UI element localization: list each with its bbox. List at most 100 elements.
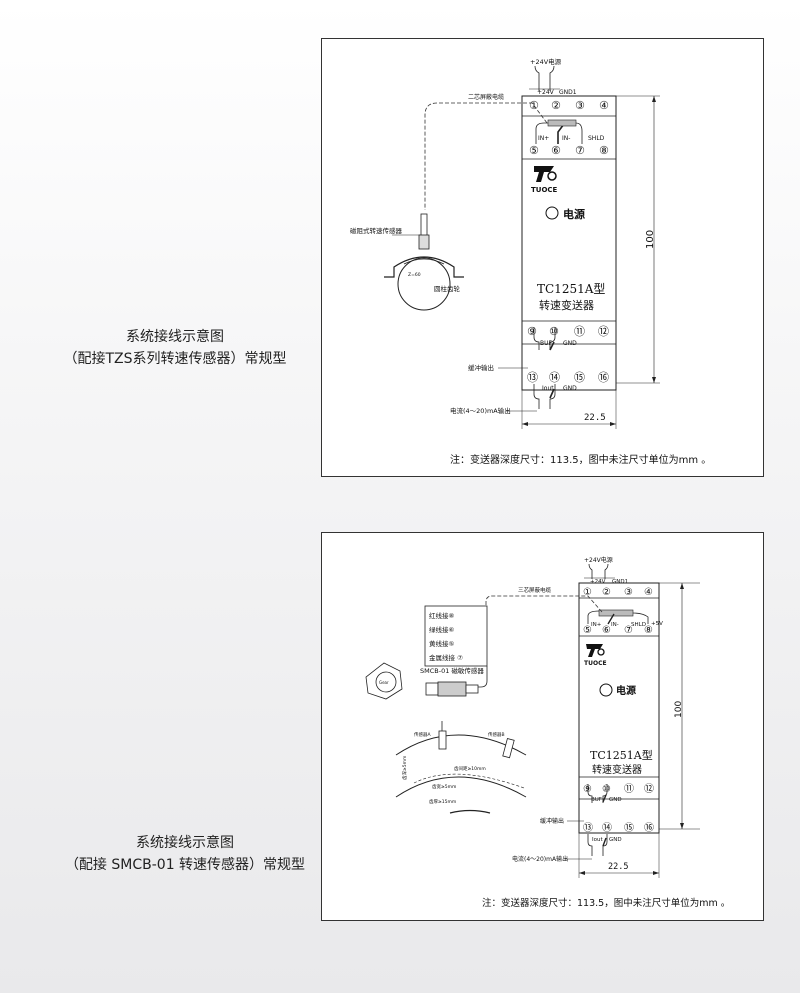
d1-note: 注：变送器深度尺寸：113.5，图中未注尺寸单位为mm 。: [450, 453, 711, 466]
d2-tooth-depth-label: 齿深≥5mm: [401, 756, 408, 780]
d1-power-indicator-label: 电源: [563, 207, 585, 221]
d2-device-name: 转速变送器: [592, 763, 642, 776]
d1-terminal-16: ⑯: [598, 371, 609, 384]
d2-cable-label: 三芯屏蔽电缆: [518, 586, 552, 594]
d2-terminal-13: ⑬: [583, 822, 593, 834]
d2-plus24-label: +24V: [590, 579, 606, 585]
d2-buf-label: BUF: [591, 797, 602, 803]
d1-width-dim: 22.5: [584, 413, 606, 423]
d1-terminal-14: ⑭: [549, 371, 560, 384]
diagram1-caption-title: 系统接线示意图: [126, 329, 224, 345]
d2-terminal-16: ⑯: [644, 822, 654, 834]
d2-plus5-label: +5V: [651, 621, 663, 627]
d2-sensor-label: SMCB-01 磁敏传感器: [420, 666, 484, 675]
d2-model-label: TC1251A型: [590, 748, 653, 762]
d1-terminal-8: ⑧: [599, 144, 609, 157]
d1-current-output-label: 电流(4～20)mA输出: [450, 406, 511, 415]
d2-terminal-6: ⑥: [602, 625, 611, 636]
d1-iout-label: Iout: [542, 385, 554, 392]
d1-terminal-9: ⑨: [527, 325, 537, 338]
d1-magnetoresistive-sensor-icon: [418, 213, 430, 250]
d2-gear-icon: Gear: [365, 662, 403, 700]
d2-gnd-label-2: GND: [609, 837, 622, 843]
d1-terminal-11: ⑪: [574, 325, 585, 338]
d2-brand-logo: TUOCE: [584, 644, 607, 667]
d2-gnd1-label: GND1: [612, 579, 628, 585]
d2-terminal-5: ⑤: [583, 625, 592, 636]
d2-buffer-output-label: 缓冲输出: [540, 817, 564, 825]
d1-gear-label: 圆柱齿轮: [434, 284, 461, 293]
d2-sensor-a-label: 传感器A: [414, 731, 431, 738]
d1-cable-label: 二芯屏蔽电缆: [468, 93, 504, 101]
d2-terminal-7: ⑦: [624, 625, 633, 636]
d2-gnd-label: GND: [609, 797, 622, 803]
d2-note: 注：变送器深度尺寸：113.5，图中未注尺寸单位为mm 。: [482, 897, 730, 909]
d1-buffer-output-label: 缓冲输出: [468, 363, 494, 372]
d2-gap-label: 齿间距≥10mm: [454, 765, 486, 772]
diagram2-caption: 系统接线示意图 （配接 SMCB-01 转速传感器）常规型: [55, 832, 315, 876]
d1-brand-logo: TUOCE: [531, 166, 558, 194]
d2-shld-label: SHLD: [631, 622, 646, 628]
d1-terminal-12: ⑫: [598, 325, 609, 338]
d2-tooth-width-label: 齿宽≥5mm: [432, 783, 456, 790]
d1-terminal-7: ⑦: [575, 144, 585, 157]
d1-transmitter-body: [521, 95, 617, 391]
d2-power-indicator-label: 电源: [616, 684, 636, 697]
diagram2-caption-title: 系统接线示意图: [136, 835, 234, 851]
d2-magnetic-sensor-icon: [425, 681, 479, 697]
d2-gear-label: Gear: [379, 680, 389, 685]
d1-gnd-label: GND: [563, 340, 577, 347]
d2-tooth-geometry-diagram: 传感器A 传感器B 齿间距≥10mm 齿宽≥5mm 齿深≥5mm 齿厚≥15mm: [395, 721, 527, 814]
d1-device-name: 转速变送器: [539, 298, 594, 312]
d2-width-dim: 22.5: [608, 862, 628, 872]
d2-terminal-8: ⑧: [644, 625, 653, 636]
d2-terminal-2: ②: [602, 587, 611, 598]
d1-gear-z: Z=60: [408, 272, 421, 278]
diagram1-caption: 系统接线示意图 （配接TZS系列转速传感器）常规型: [60, 326, 290, 370]
d1-terminal-3: ③: [575, 99, 585, 112]
d1-in-plus-label: IN+: [538, 135, 549, 142]
diagram2-svg: +24V电源 +24V GND1 ① ② ③ ④ ⑤ ⑥ ⑦ ⑧ IN+ IN-…: [365, 556, 730, 909]
d2-wire-metal: 金属线接 ⑦: [429, 653, 463, 662]
d1-terminal-13: ⑬: [527, 371, 538, 384]
d2-terminal-10: ⑩: [602, 784, 611, 795]
d2-terminal-1: ①: [583, 587, 592, 598]
d2-sensor-b-icon: [502, 738, 515, 759]
d1-cylindrical-gear-icon: Z=60: [384, 256, 464, 311]
d2-terminal-3: ③: [624, 587, 633, 598]
d1-terminal-5: ⑤: [529, 144, 539, 157]
d2-height-dim: 100: [674, 701, 684, 718]
d2-current-output-label: 电流(4～20)mA输出: [512, 855, 568, 863]
d2-power-label: +24V电源: [584, 556, 613, 564]
d2-in-plus-label: IN+: [591, 622, 602, 628]
d1-terminal-4: ④: [599, 99, 609, 112]
d1-plus24-label: +24V: [537, 89, 555, 96]
diagram1-frame: +24V电源 +24V GND1 ① ② ③ ④ ⑤ ⑥ ⑦ ⑧ IN+ IN-…: [321, 38, 764, 477]
d2-in-minus-label: IN-: [611, 622, 619, 628]
d1-gnd1-label: GND1: [559, 89, 577, 96]
d1-shld-label: SHLD: [588, 135, 605, 142]
d1-height-dim: 100: [645, 230, 656, 249]
d1-model-label: TC1251A型: [537, 282, 605, 296]
d1-terminal-6: ⑥: [551, 144, 561, 157]
d2-wire-legend-box: [424, 605, 488, 667]
d2-terminal-11: ⑪: [624, 783, 634, 795]
d1-gnd-label-2: GND: [563, 385, 577, 392]
d2-terminal-9: ⑨: [583, 784, 592, 795]
d1-sensor-label: 磁阻式转速传感器: [350, 226, 403, 235]
d1-brand-text: TUOCE: [531, 186, 558, 194]
d2-wire-yellow: 黄线接⑤: [429, 639, 455, 648]
d1-in-minus-label: IN-: [562, 135, 570, 142]
d1-terminal-2: ②: [551, 99, 561, 112]
d2-terminal-15: ⑮: [624, 822, 634, 834]
d1-buf-label: BUF: [540, 340, 553, 347]
diagram2-frame: +24V电源 +24V GND1 ① ② ③ ④ ⑤ ⑥ ⑦ ⑧ IN+ IN-…: [321, 532, 764, 921]
diagram1-svg: +24V电源 +24V GND1 ① ② ③ ④ ⑤ ⑥ ⑦ ⑧ IN+ IN-…: [350, 57, 711, 466]
d1-power-indicator-icon: [545, 206, 559, 220]
d2-transmitter-body: [578, 582, 660, 834]
diagram1-caption-subtitle: （配接TZS系列转速传感器）常规型: [63, 351, 287, 367]
d2-tooth-len-label: 齿厚≥15mm: [429, 799, 456, 805]
d2-terminal-12: ⑫: [644, 783, 654, 795]
d2-power-indicator-icon: [599, 683, 613, 697]
d2-wire-green: 绿线接⑥: [429, 625, 455, 634]
